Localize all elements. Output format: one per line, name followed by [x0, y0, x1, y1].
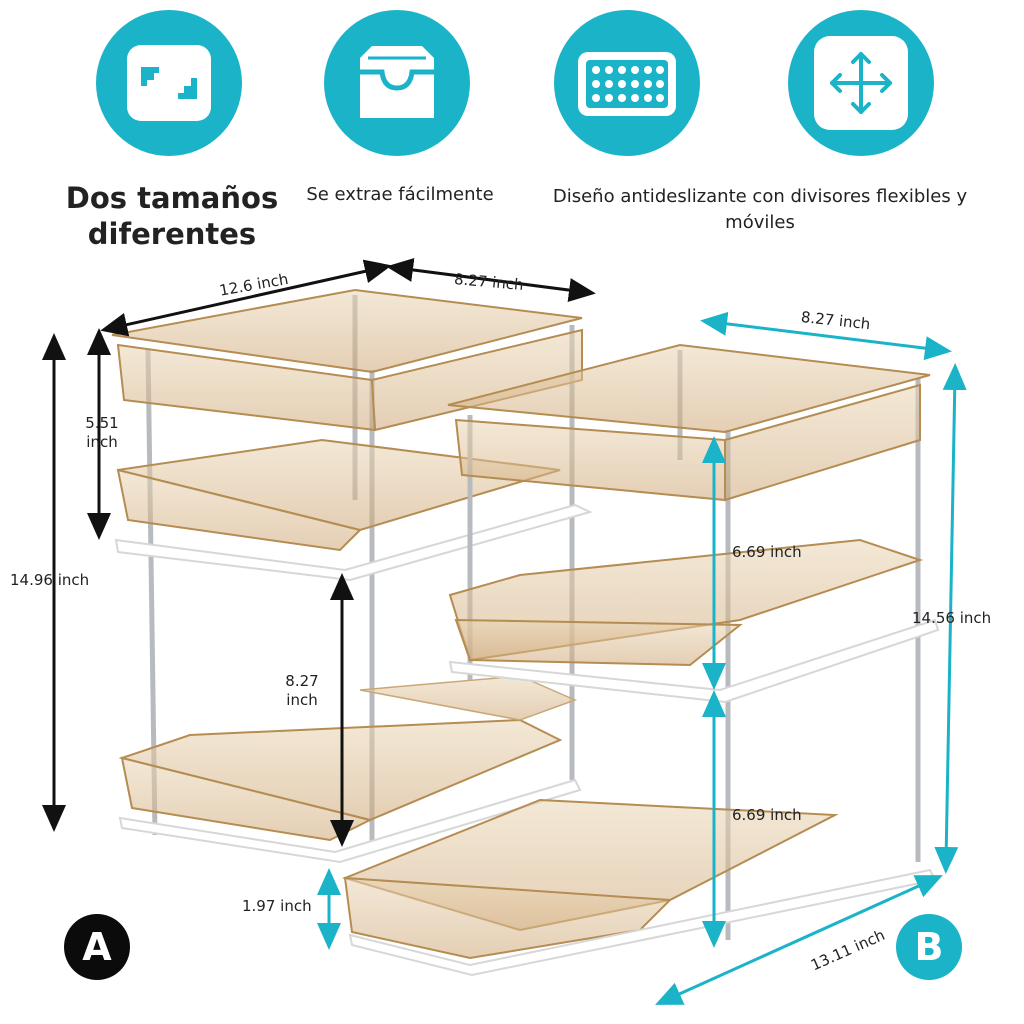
two-sizes-icon [127, 45, 211, 121]
anti-slip-mat-icon [578, 52, 676, 116]
dim-b-lower-gap: 6.69 inch [732, 806, 802, 824]
dim-a-total-height: 14.96 inch [10, 571, 90, 589]
move-arrows-icon [814, 36, 908, 130]
dim-a-lower-gap-value: 8.27 [285, 672, 319, 690]
feature-circle-sizes [96, 10, 242, 156]
badge-b: B [896, 914, 962, 980]
organizer-b [341, 343, 940, 977]
dim-a-upper-gap: 5.51 inch [76, 414, 128, 452]
dim-a-upper-gap-value: 5.51 [85, 414, 119, 432]
feature-circle-move [788, 10, 934, 156]
dim-a-lower-gap: 8.27 inch [276, 672, 328, 710]
feature-circle-mat [554, 10, 700, 156]
badge-a: A [64, 914, 130, 980]
feature-label-drawer: Se extrae fácilmente [306, 184, 494, 205]
dim-a-upper-gap-unit: inch [86, 433, 118, 451]
feature-circle-drawer [324, 10, 470, 156]
feature-label-sizes: Dos tamaños diferentes [65, 181, 279, 251]
feature-label-mat: Diseño antideslizante con divisores flex… [552, 186, 968, 233]
drawer-tray-icon [360, 46, 434, 118]
dim-b-total-height: 14.56 inch [912, 609, 992, 627]
dim-b-upper-gap: 6.69 inch [732, 543, 802, 561]
dimension-arrows-b [317, 311, 967, 1005]
dimension-arrows-a [42, 258, 596, 847]
dim-b-base-height: 1.97 inch [242, 897, 312, 915]
dim-a-lower-gap-unit: inch [286, 691, 318, 709]
